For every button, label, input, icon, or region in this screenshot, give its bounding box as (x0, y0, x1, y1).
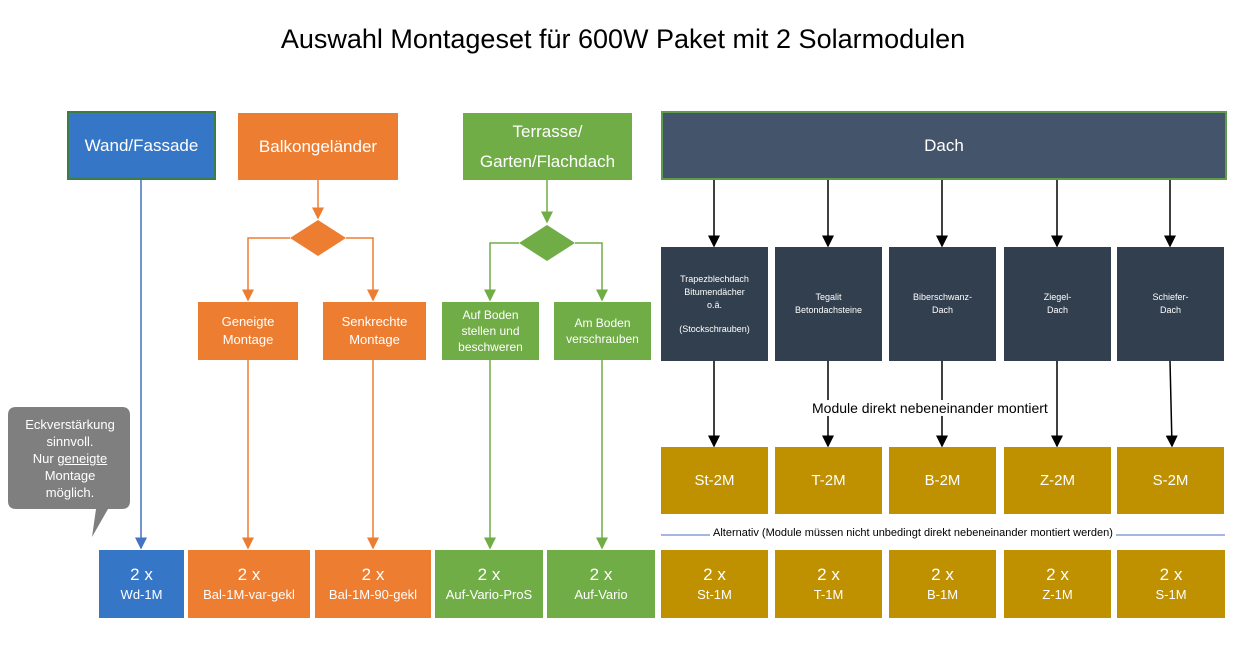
roof-type-trapez-line2: Bitumendächer (684, 286, 745, 297)
category-balcony-label: Balkongeländer (258, 136, 378, 156)
result-set-balcony-tilted: 2 x Bal-1M-var-gekl (188, 550, 310, 618)
category-wall-label: Wand/Fassade (84, 135, 199, 155)
result-set-name: Wd-1M (120, 587, 163, 602)
note-direct-mounting: Module direkt nebeneinander montiert (808, 400, 1052, 416)
note-alternative: Alternativ (Module müssen nicht unbeding… (710, 527, 1116, 539)
result-quantity: 2 x (931, 565, 954, 584)
category-terrace-label-line2: Garten/Flachdach (479, 151, 616, 171)
set-label-2m: Z-2M (1040, 472, 1075, 489)
roof-type-biber: Biberschwanz- Dach (889, 247, 996, 361)
set-box-2m: Z-2M (1004, 447, 1111, 514)
option-ground-line1: Auf Boden (462, 308, 519, 322)
result-quantity: 2 x (817, 565, 840, 584)
roof-type-tegalit-line1: Tegalit (815, 292, 842, 302)
option-ground-line3: beschweren (458, 340, 523, 354)
option-ground-line2: stellen und (461, 324, 520, 338)
roof-type-ziegel-line2: Dach (1046, 305, 1068, 315)
result-set-name: T-1M (813, 587, 844, 602)
result-set-terrace-screwed: 2 x Auf-Vario (547, 550, 655, 618)
result-set-name: St-1M (697, 587, 732, 602)
option-vertical-line2: Montage (349, 332, 400, 347)
result-set-roof-1m: 2 x B-1M (889, 550, 996, 618)
decision-diamond-terrace (519, 225, 575, 261)
category-roof: Dach (661, 111, 1227, 180)
roof-type-biber-line1: Biberschwanz- (912, 292, 973, 302)
roof-type-trapez-line4: (Stockschrauben) (679, 323, 750, 334)
result-quantity: 2 x (130, 565, 153, 584)
option-vertical-line1: Senkrechte (341, 314, 408, 329)
set-box-2m: S-2M (1117, 447, 1224, 514)
roof-type-trapez-line1: Trapezblechdach (680, 273, 749, 284)
roof-type-biber-line2: Dach (931, 305, 953, 315)
page-title: Auswahl Montageset für 600W Paket mit 2 … (280, 24, 966, 54)
result-set-terrace-ground: 2 x Auf-Vario-ProS (435, 550, 543, 618)
result-quantity: 2 x (361, 565, 385, 584)
set-box-2m: St-2M (661, 447, 768, 514)
callout-line2: sinnvoll. (46, 434, 94, 449)
roof-type-schiefer-line1: Schiefer- (1152, 292, 1189, 302)
result-quantity: 2 x (237, 565, 261, 584)
roof-type-ziegel-line1: Ziegel- (1043, 292, 1072, 302)
roof-type-schiefer-line2: Dach (1159, 305, 1181, 315)
category-roof-label: Dach (924, 135, 964, 155)
callout-line1: Eckverstärkung (25, 417, 115, 432)
result-set-roof-1m: 2 x S-1M (1117, 550, 1225, 618)
roof-type-trapez-line3: o.ä. (706, 299, 722, 310)
result-quantity: 2 x (1046, 565, 1069, 584)
roof-type-trapez: Trapezblechdach Bitumendächer o.ä. (Stoc… (661, 247, 768, 361)
result-set-name: S-1M (1155, 587, 1187, 602)
result-quantity: 2 x (703, 565, 726, 584)
callout-line3-prefix: Nur (32, 451, 58, 466)
result-set-roof-1m: 2 x St-1M (661, 550, 768, 618)
option-ground-weighted: Auf Boden stellen und beschweren (442, 302, 539, 360)
result-quantity: 2 x (1159, 565, 1183, 584)
result-set-name: Bal-1M-var-gekl (203, 587, 295, 602)
category-terrace-label-line1: Terrasse/ (512, 121, 583, 141)
connector-balcony-right (346, 237, 379, 302)
roof-type-tegalit-line2: Betondachsteine (794, 305, 863, 315)
category-wall: Wand/Fassade (67, 111, 216, 180)
option-tilted-line2: Montage (222, 332, 274, 347)
option-screwed-line1: Am Boden (574, 316, 631, 330)
connector-terrace-right (575, 242, 608, 302)
category-balcony: Balkongeländer (238, 113, 398, 180)
set-box-2m: B-2M (889, 447, 996, 514)
result-set-wall: 2 x Wd-1M (99, 550, 184, 618)
callout-line5: möglich. (45, 485, 95, 500)
option-tilted-line1: Geneigte (221, 314, 275, 329)
callout-line3-emphasis: geneigte (57, 451, 108, 466)
result-set-name: Auf-Vario-ProS (445, 587, 533, 602)
result-quantity: 2 x (589, 565, 613, 584)
result-set-name: Z-1M (1042, 587, 1073, 602)
result-set-name: Bal-1M-90-gekl (328, 587, 418, 602)
result-set-name: Auf-Vario (574, 587, 628, 602)
option-ground-screwed: Am Boden verschrauben (554, 302, 651, 360)
result-set-roof-1m: 2 x T-1M (775, 550, 882, 618)
set-label-2m: B-2M (924, 472, 961, 489)
callout-note: Eckverstärkung sinnvoll. Nur geneigte Mo… (12, 416, 128, 501)
set-label-2m: S-2M (1152, 472, 1189, 489)
roof-type-tegalit: Tegalit Betondachsteine (775, 247, 882, 361)
result-set-balcony-vertical: 2 x Bal-1M-90-gekl (315, 550, 431, 618)
callout-bubble (8, 407, 130, 537)
result-set-name: B-1M (926, 587, 959, 602)
connector-schiefer-to-set (1165, 360, 1178, 448)
option-tilted-mounting: Geneigte Montage (198, 302, 298, 360)
callout-line3: Nur geneigte (12, 450, 128, 467)
roof-type-schiefer: Schiefer- Dach (1117, 247, 1224, 361)
callout-line4: Montage (44, 468, 96, 483)
roof-type-ziegel: Ziegel- Dach (1004, 247, 1111, 361)
connector-balcony-left (242, 237, 290, 302)
result-quantity: 2 x (477, 565, 501, 584)
category-terrace: Terrasse/ Garten/Flachdach (463, 113, 632, 180)
option-vertical-mounting: Senkrechte Montage (323, 302, 426, 360)
result-set-roof-1m: 2 x Z-1M (1004, 550, 1111, 618)
connector-terrace-left (484, 242, 519, 302)
set-label-2m: T-2M (811, 472, 846, 489)
set-box-2m: T-2M (775, 447, 882, 514)
option-screwed-line2: verschrauben (566, 332, 639, 346)
decision-diamond-balcony (290, 220, 346, 256)
set-label-2m: St-2M (694, 472, 735, 489)
